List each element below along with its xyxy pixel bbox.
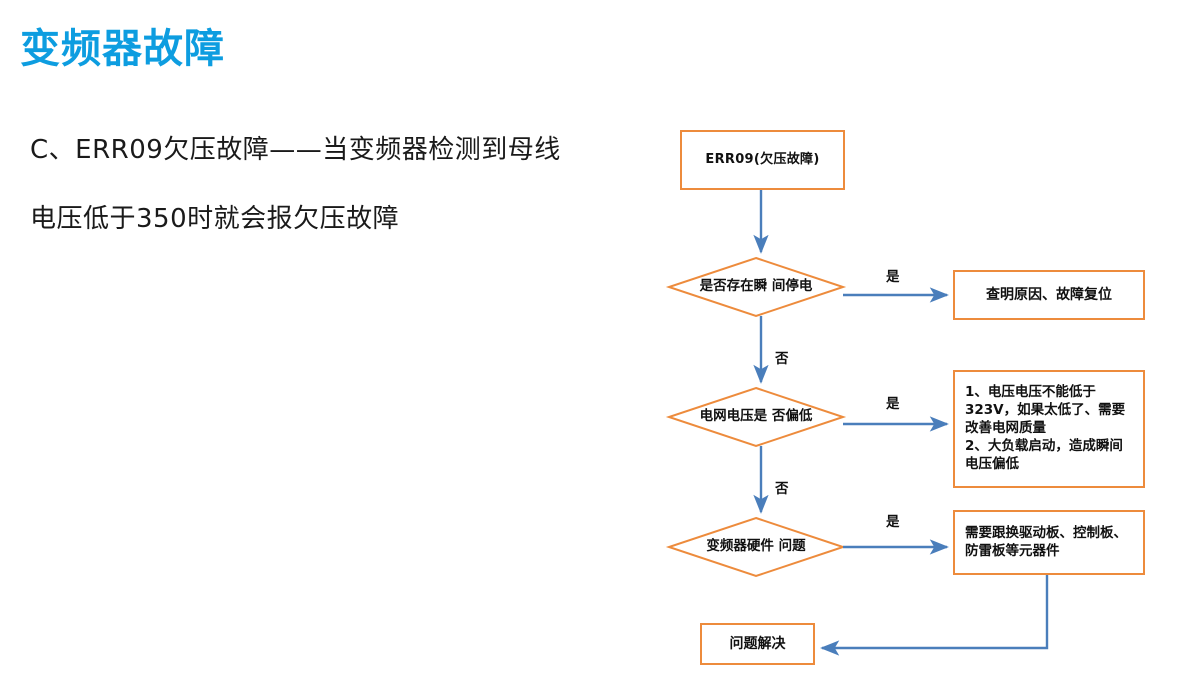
edge-label-decision-1-no: 否 (775, 351, 789, 367)
edge-label-decision-2-no: 否 (775, 481, 789, 497)
decision-node-3-shape[interactable] (665, 516, 847, 578)
flow-node-result-3-label: 需要跟换驱动板、控制板、防雷板等元器件 (965, 524, 1127, 559)
flow-node-result-2[interactable]: 1、电压电压不能低于323V，如果太低了、需要改善电网质量 2、大负载启动，造成… (953, 370, 1145, 488)
edge-label-decision-3-yes: 是 (886, 514, 900, 530)
decision-node-1-shape[interactable] (665, 256, 847, 318)
flow-node-result-3[interactable]: 需要跟换驱动板、控制板、防雷板等元器件 (953, 510, 1145, 575)
edge-label-decision-2-yes: 是 (886, 396, 900, 412)
flow-node-start[interactable]: ERR09(欠压故障) (680, 130, 845, 190)
body-text-line-1: C、ERR09欠压故障——当变频器检测到母线 (30, 135, 561, 165)
edge-label-decision-1-yes: 是 (886, 269, 900, 285)
body-text-line-2: 电压低于350时就会报欠压故障 (30, 203, 400, 234)
decision-node-2-shape[interactable] (665, 386, 847, 448)
connector-result-3-to-end (820, 575, 1049, 656)
page-title: 变频器故障 (20, 26, 225, 72)
flow-node-result-2-label: 1、电压电压不能低于323V，如果太低了、需要改善电网质量 2、大负载启动，造成… (965, 384, 1126, 472)
body-text-block: C、ERR09欠压故障——当变频器检测到母线 电压低于350时就会报欠压故障 (30, 134, 670, 235)
flow-node-result-1-label: 查明原因、故障复位 (986, 286, 1112, 303)
flow-node-start-label: ERR09(欠压故障) (705, 152, 820, 168)
flow-node-end-label: 问题解决 (729, 635, 786, 652)
flow-node-result-1[interactable]: 查明原因、故障复位 (953, 270, 1145, 320)
flow-node-end[interactable]: 问题解决 (700, 623, 815, 665)
